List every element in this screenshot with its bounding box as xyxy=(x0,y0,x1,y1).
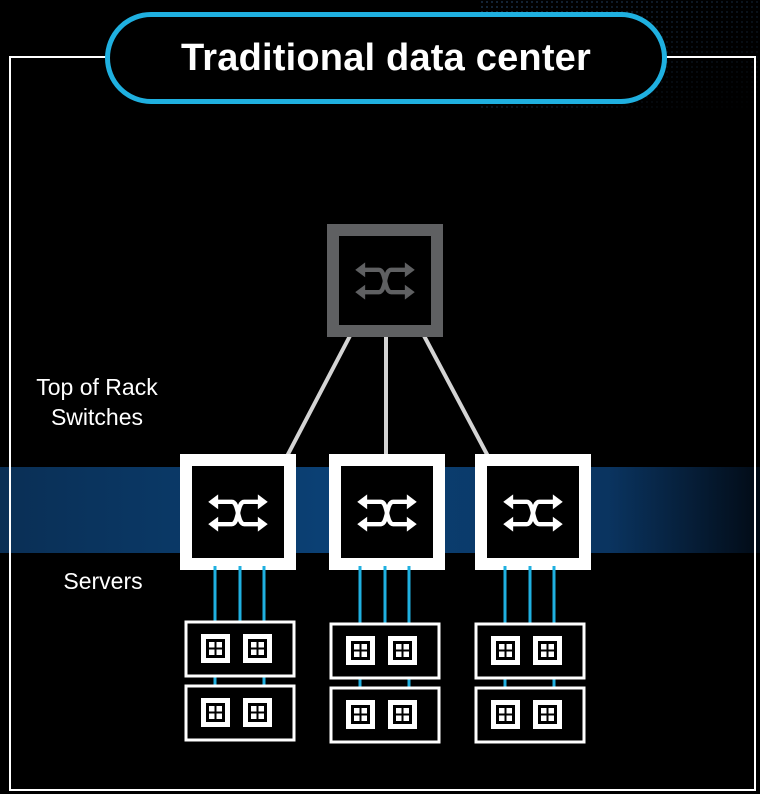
server-group-3 xyxy=(474,566,586,744)
core-switch xyxy=(327,224,443,337)
server-unit-icon xyxy=(388,700,417,729)
server-unit-icon xyxy=(201,698,230,727)
server-group-1 xyxy=(184,566,296,742)
server-unit-icon xyxy=(533,700,562,729)
diagram-title: Traditional data center xyxy=(180,36,592,79)
server-chassis xyxy=(184,620,296,678)
server-unit-icon xyxy=(533,636,562,665)
servers-label: Servers xyxy=(63,568,143,594)
title-pill: Traditional data center xyxy=(105,12,667,104)
uplink-group xyxy=(283,331,492,461)
server-unit-icon xyxy=(388,636,417,665)
tor-switch-3 xyxy=(475,454,591,570)
server-unit-icon xyxy=(346,700,375,729)
server-unit-icon xyxy=(491,700,520,729)
server-unit-icon xyxy=(243,698,272,727)
server-unit-icon xyxy=(346,636,375,665)
top-of-rack-label: Top of Rack Switches xyxy=(36,374,158,430)
server-unit-icon xyxy=(243,634,272,663)
server-unit-icon xyxy=(491,636,520,665)
diagram-frame xyxy=(9,56,756,791)
server-unit-icon xyxy=(201,634,230,663)
tor-switch-2 xyxy=(329,454,445,570)
server-groups xyxy=(184,566,586,744)
server-group-2 xyxy=(329,566,441,744)
uplink-right xyxy=(420,331,492,461)
tor-switch-1 xyxy=(180,454,296,570)
uplink-left xyxy=(283,331,354,461)
